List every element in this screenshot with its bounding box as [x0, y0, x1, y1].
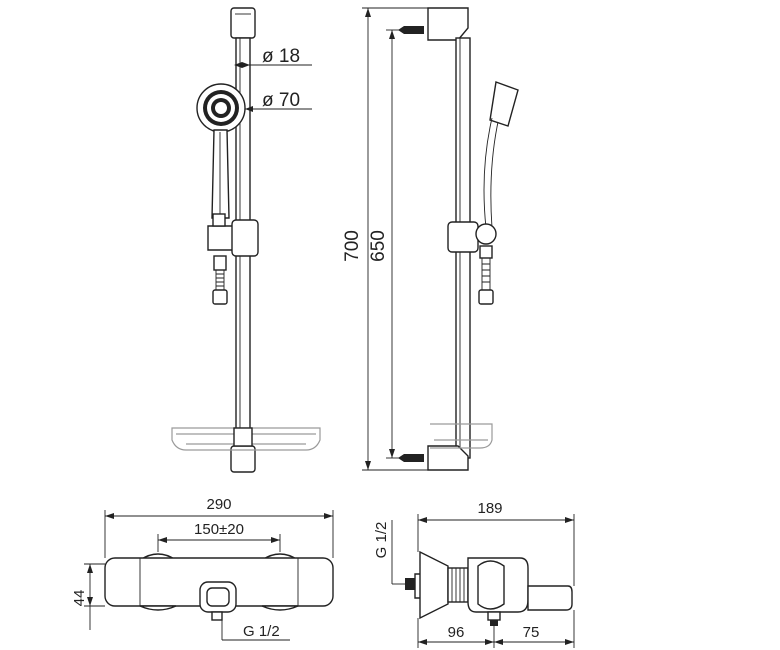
head-diameter-label: ø 70: [262, 90, 300, 111]
spout-length-label: 75: [523, 624, 540, 641]
total-height-label: 700: [342, 230, 363, 262]
rail-front-view: [171, 7, 321, 473]
outlet-thread-side-dimension: G 1/2: [373, 520, 405, 585]
mixer-side-view: [405, 550, 573, 626]
inlet-thread-front-dimension: G 1/2: [221, 620, 290, 641]
mixer-depth-label: 44: [71, 590, 88, 607]
head-diameter-dimension: ø 70: [245, 90, 312, 112]
total-height-dimension: 700: [342, 7, 430, 471]
mixer-width-dimension: 290: [104, 496, 334, 558]
mixer-centers-dimension: 150±20: [157, 521, 281, 552]
rail-side-view: [398, 7, 519, 471]
mixer-projection-label: 189: [477, 500, 502, 517]
mount-distance-label: 650: [368, 230, 389, 262]
rail-diameter-dimension: ø 18: [234, 46, 312, 68]
rail-diameter-label: ø 18: [262, 46, 300, 67]
mixer-projection-dimension: 189: [417, 500, 575, 586]
mixer-width-label: 290: [206, 496, 231, 513]
inlet-offset-label: 96: [448, 624, 465, 641]
outlet-thread-side-label: G 1/2: [373, 522, 390, 559]
mixer-offset-dimensions: 96 75: [417, 610, 575, 648]
mount-distance-dimension: 650: [368, 29, 402, 459]
mixer-centers-label: 150±20: [194, 521, 244, 538]
mixer-front-view: [104, 553, 334, 621]
inlet-thread-front-label: G 1/2: [243, 623, 280, 640]
mixer-depth-dimension: 44: [71, 563, 105, 630]
